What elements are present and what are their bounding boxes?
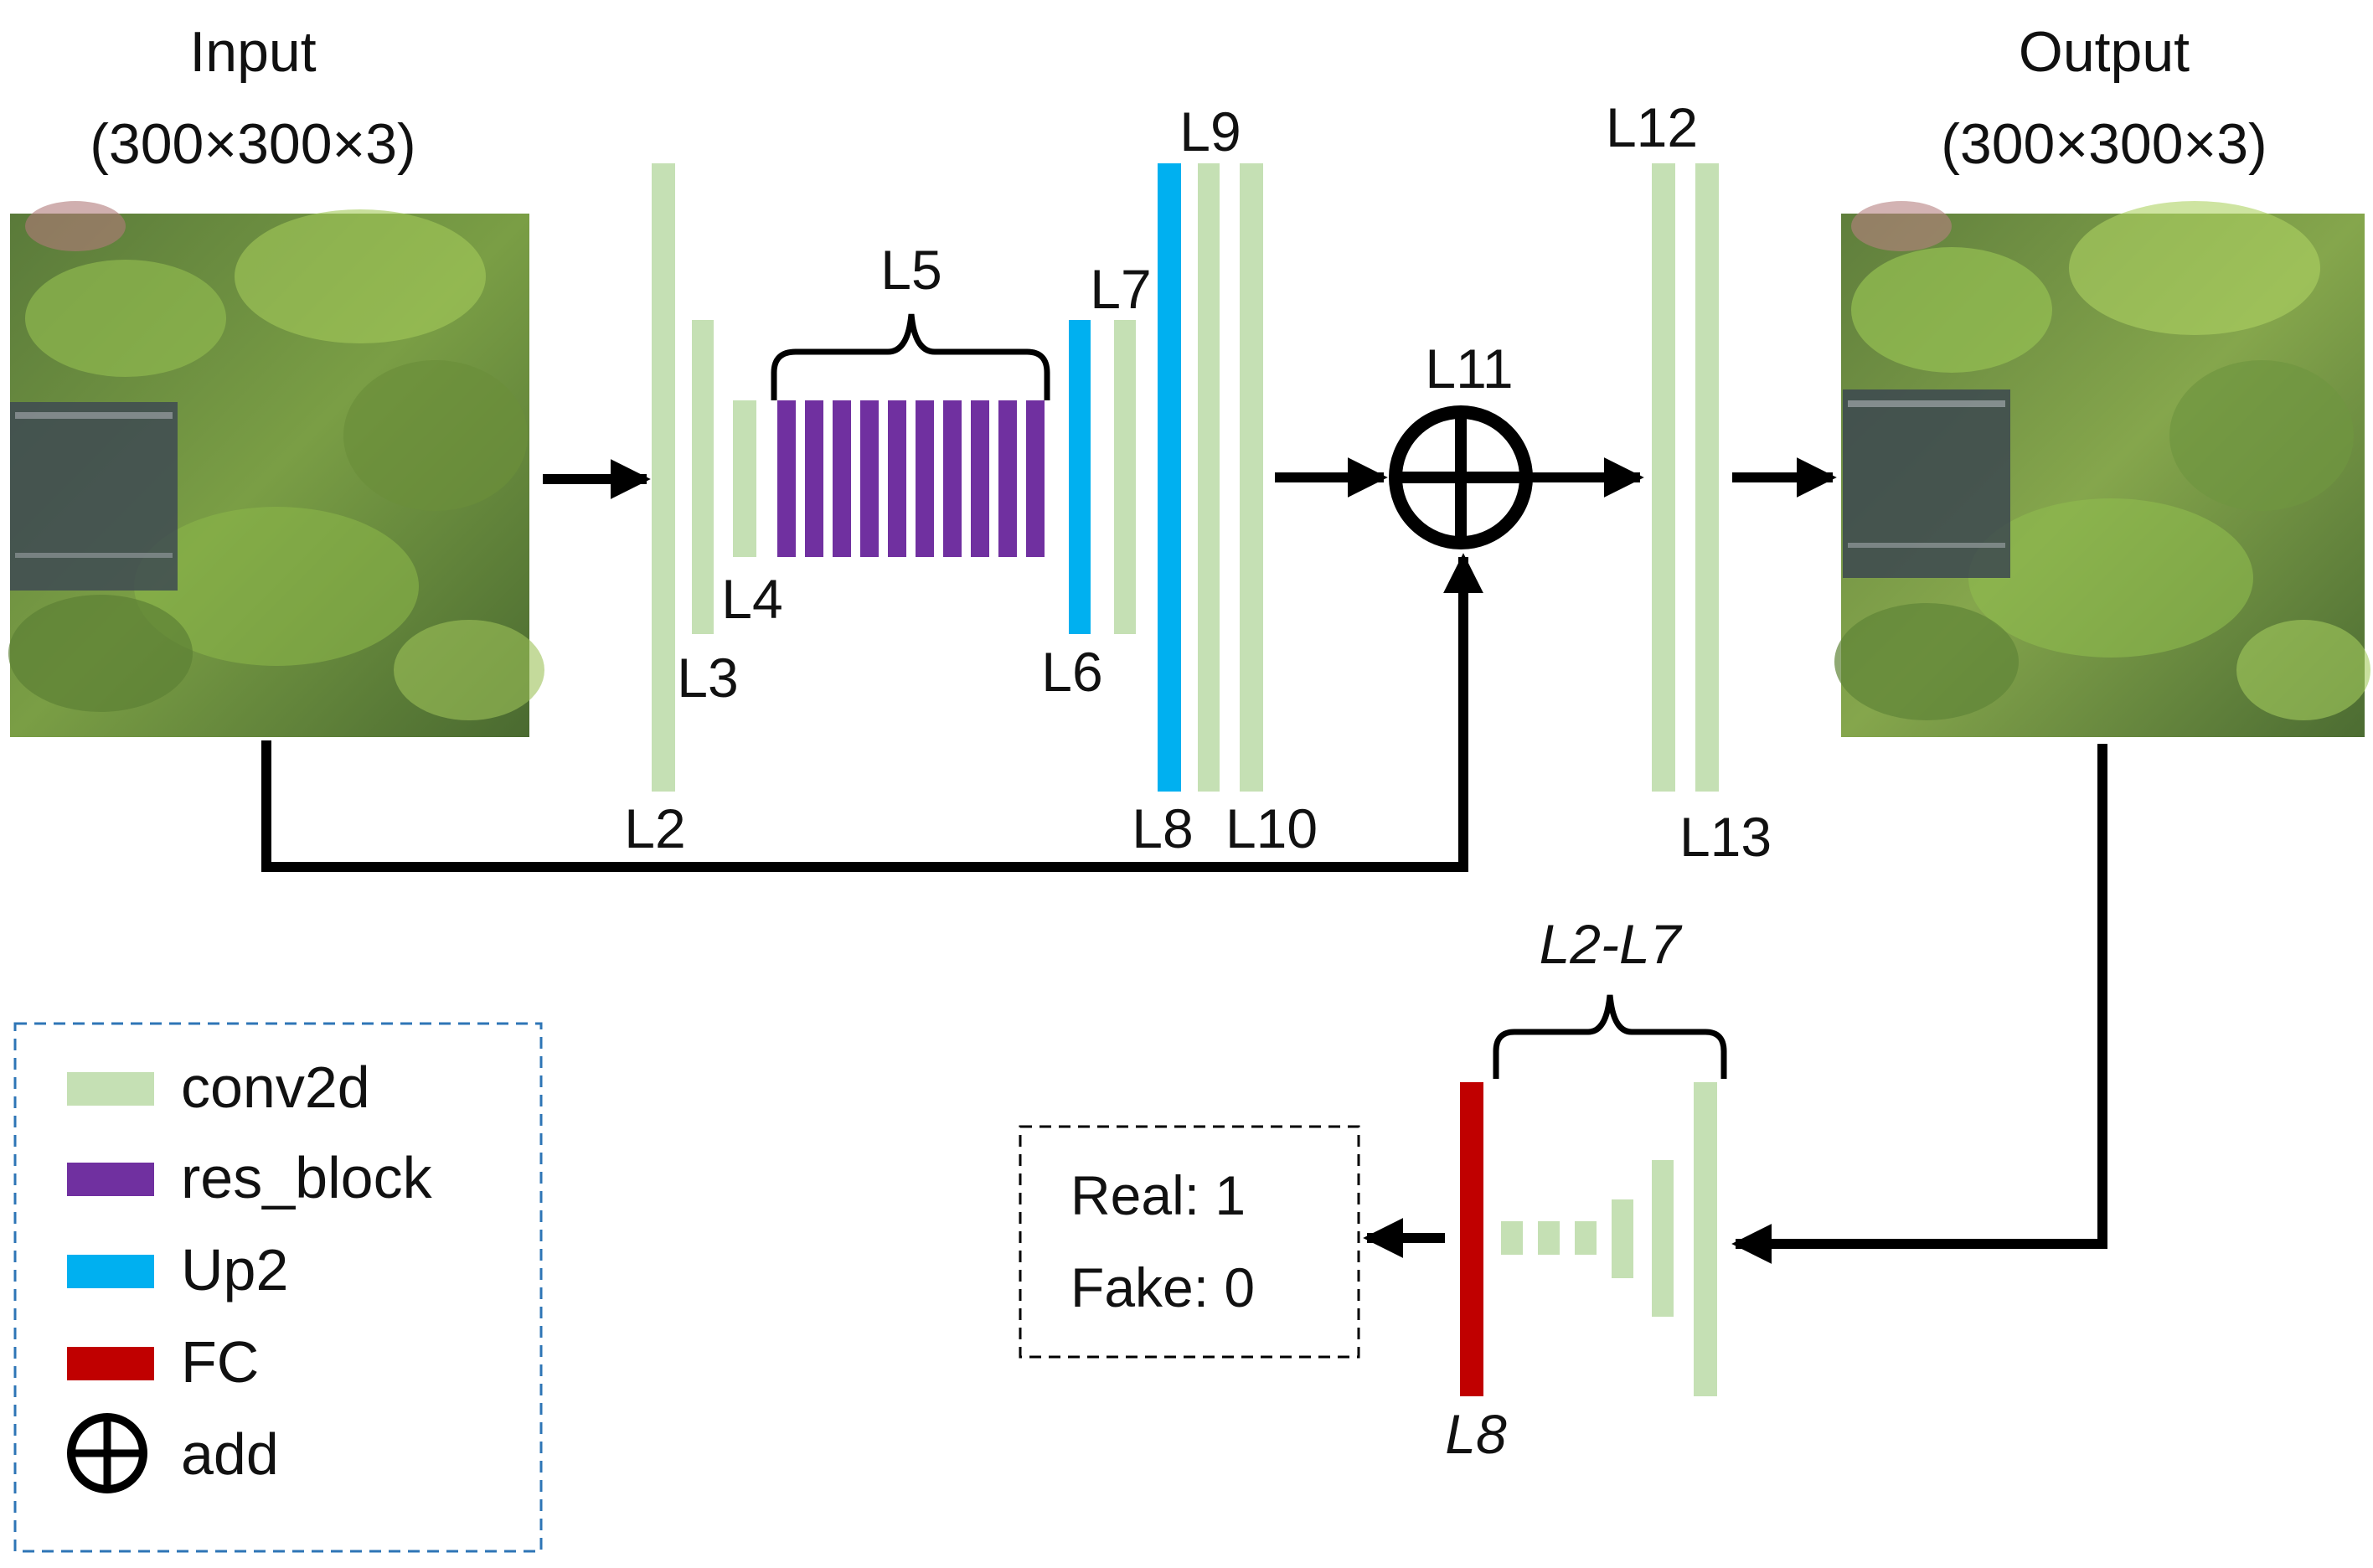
legend-label-add: add: [181, 1421, 279, 1487]
label-l9: L9: [1179, 101, 1241, 162]
input-title: Input: [189, 20, 316, 84]
legend: conv2d res_block Up2 FC add: [13, 1022, 543, 1553]
disc-fc-layer: [1460, 1082, 1483, 1396]
disc-brace: [1493, 994, 1727, 1079]
input-dims: (300×300×3): [90, 112, 415, 176]
legend-swatch-up2: [67, 1255, 154, 1288]
label-l10: L10: [1225, 797, 1318, 859]
layer-l2-conv2d: [652, 163, 675, 792]
layer-l11-add: [1389, 405, 1533, 549]
disc-range-label: L2-L7: [1540, 913, 1683, 975]
legend-swatch-fc: [67, 1347, 154, 1380]
disc-conv2d-small: [1612, 1199, 1633, 1278]
layer-l10-conv2d: [1240, 163, 1263, 792]
res-block: [777, 400, 796, 557]
disc-fc-label: L8: [1445, 1403, 1507, 1465]
disc-ellipsis: [1501, 1221, 1523, 1255]
legend-label-conv2d: conv2d: [181, 1055, 370, 1120]
label-l3: L3: [677, 647, 738, 709]
layer-l5-res-blocks: [777, 400, 1045, 557]
res-block: [1026, 400, 1045, 557]
layer-l9-conv2d: [1198, 163, 1220, 792]
label-l5: L5: [880, 239, 941, 301]
res-block: [971, 400, 989, 557]
result-real: Real: 1: [1070, 1164, 1246, 1226]
res-block: [833, 400, 851, 557]
layer-l6-up2: [1069, 320, 1091, 634]
label-l8: L8: [1132, 797, 1193, 859]
res-block: [998, 400, 1017, 557]
disc-ellipsis: [1538, 1221, 1560, 1255]
legend-label-res-block: res_block: [181, 1145, 433, 1210]
label-l4: L4: [721, 568, 782, 630]
add-circle-icon: [67, 1413, 147, 1493]
skip-connection: [261, 553, 1483, 872]
label-l2: L2: [624, 797, 685, 859]
res-block: [916, 400, 934, 557]
output-image: [1834, 201, 2370, 737]
l5-brace: [771, 313, 1050, 400]
legend-label-up2: Up2: [181, 1237, 288, 1302]
layer-l12-conv2d: [1652, 163, 1675, 792]
layer-l3-conv2d: [692, 320, 714, 634]
legend-swatch-res-block: [67, 1163, 154, 1196]
layer-l7-conv2d: [1114, 320, 1136, 634]
layer-l8-up2: [1158, 163, 1181, 792]
disc-conv2d-mid: [1652, 1160, 1674, 1317]
result-fake: Fake: 0: [1070, 1256, 1255, 1318]
label-l11: L11: [1425, 338, 1513, 400]
res-block: [805, 400, 823, 557]
output-dims: (300×300×3): [1941, 112, 2267, 176]
disc-ellipsis: [1575, 1221, 1597, 1255]
res-block: [860, 400, 879, 557]
disc-conv2d-big: [1694, 1082, 1717, 1396]
layer-l13-conv2d: [1695, 163, 1719, 792]
res-block: [888, 400, 906, 557]
discriminator-input-connection: [1731, 744, 2107, 1264]
output-title: Output: [2019, 20, 2190, 84]
result-box: [1019, 1125, 1360, 1359]
legend-label-fc: FC: [181, 1329, 259, 1395]
input-image: [8, 201, 544, 737]
res-block: [943, 400, 962, 557]
legend-swatch-conv2d: [67, 1072, 154, 1106]
label-l13: L13: [1679, 806, 1772, 868]
label-l12: L12: [1606, 96, 1698, 158]
layer-l4-conv2d: [733, 400, 756, 557]
label-l7: L7: [1090, 258, 1151, 320]
label-l6: L6: [1041, 641, 1102, 703]
